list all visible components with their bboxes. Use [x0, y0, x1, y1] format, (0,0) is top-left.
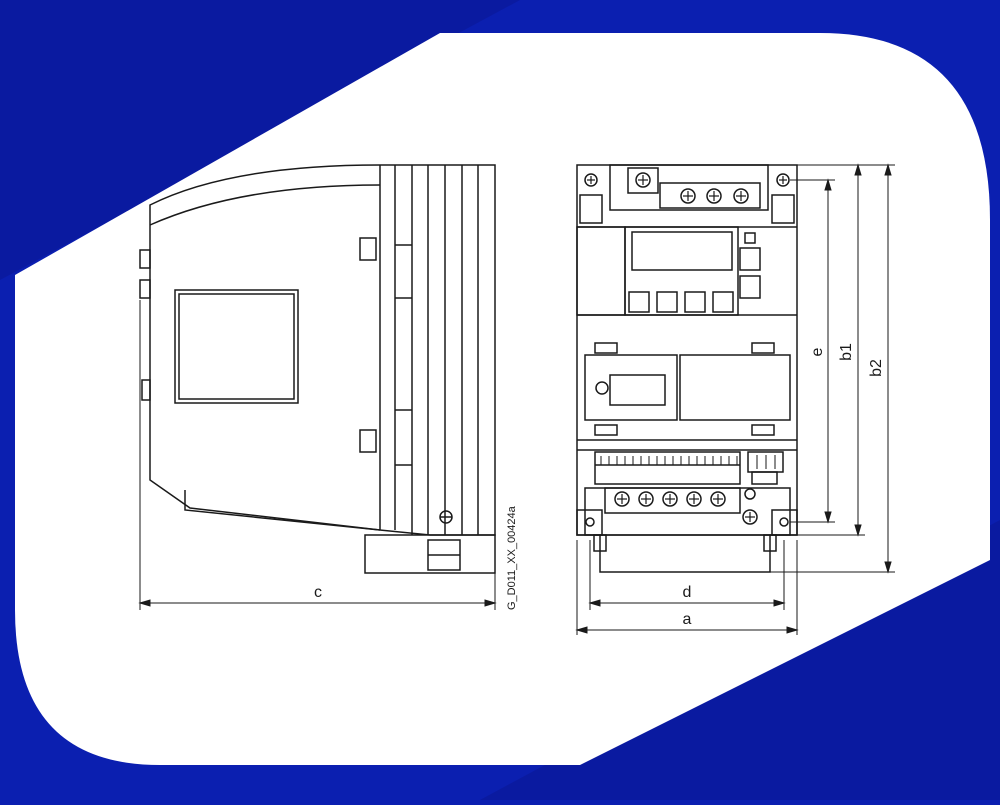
arrow-icon [575, 626, 588, 634]
mounting-hole [585, 517, 595, 527]
dimension-label-d: d [683, 584, 692, 601]
side-knob [141, 379, 151, 401]
cable-tray [599, 535, 771, 573]
tray-clip [763, 534, 777, 552]
top-terminal-block [609, 164, 769, 211]
side-view [139, 164, 496, 574]
terminal-cover [627, 167, 659, 194]
vent-grille [579, 194, 603, 224]
power-terminal-strip [604, 487, 741, 514]
keypad-key [739, 247, 761, 271]
screw-icon [614, 491, 630, 507]
terminal-teeth [600, 455, 776, 469]
screw-icon [776, 173, 790, 187]
module-knob [595, 381, 609, 395]
arrow-icon [824, 511, 832, 524]
side-panel-window [174, 289, 299, 404]
screw-icon [638, 491, 654, 507]
screw-icon [706, 188, 722, 204]
screw-icon [635, 172, 651, 188]
front-clip [594, 424, 618, 436]
dimension-c [138, 300, 497, 610]
lcd-display [631, 231, 733, 271]
arrow-icon [854, 163, 862, 176]
control-terminal-strip [594, 451, 741, 485]
side-panel-window-inner [178, 293, 295, 400]
dimension-label-b2: b2 [868, 359, 885, 377]
screw-icon [733, 188, 749, 204]
keypad-key [656, 291, 678, 313]
housing-top-curve [149, 184, 381, 226]
front-view [576, 164, 798, 573]
side-clip [359, 237, 377, 261]
mounting-hole [779, 517, 789, 527]
front-clip [751, 424, 775, 436]
front-clip [594, 342, 618, 354]
arrow-icon [773, 599, 786, 607]
terminal-strip [659, 182, 761, 209]
vent-grille [771, 194, 795, 224]
cover-plate [679, 354, 791, 421]
keypad-key [628, 291, 650, 313]
tray-clip [593, 534, 607, 552]
option-module [584, 354, 678, 421]
screw-icon [662, 491, 678, 507]
side-knob [139, 249, 151, 269]
arrow-icon [824, 178, 832, 191]
dimension-vertical [770, 163, 895, 574]
keypad-key [712, 291, 734, 313]
status-led [744, 232, 756, 244]
arrow-icon [484, 599, 497, 607]
front-housing [576, 164, 798, 536]
dimension-label-a: a [683, 611, 692, 628]
housing-outline [149, 164, 496, 536]
mounting-foot [576, 509, 603, 536]
dimension-d-a [575, 540, 799, 635]
ground-screw-icon [742, 509, 758, 525]
side-knob [139, 279, 151, 299]
arrow-icon [884, 561, 892, 574]
dimension-label-e: e [809, 347, 826, 356]
arrow-icon [854, 524, 862, 537]
screw-crosses [587, 175, 787, 522]
keypad-key [684, 291, 706, 313]
side-clip [359, 429, 377, 453]
screw-icon [584, 173, 598, 187]
module-slot [609, 374, 666, 406]
relay-connector [751, 471, 778, 485]
front-clip [751, 342, 775, 354]
arrow-icon [588, 599, 601, 607]
housing-base-line [184, 490, 381, 531]
drawing-reference-code: G_D011_XX_00424a [506, 505, 518, 610]
keypad-key [739, 275, 761, 299]
screw-icon [710, 491, 726, 507]
dimension-label-b1: b1 [838, 343, 855, 361]
ground-symbol-icon [744, 488, 756, 500]
screw-icon [686, 491, 702, 507]
arrow-icon [138, 599, 151, 607]
screw-icon [680, 188, 696, 204]
arrow-icon [884, 163, 892, 176]
arrow-icon [786, 626, 799, 634]
dimension-label-c: c [314, 584, 322, 601]
